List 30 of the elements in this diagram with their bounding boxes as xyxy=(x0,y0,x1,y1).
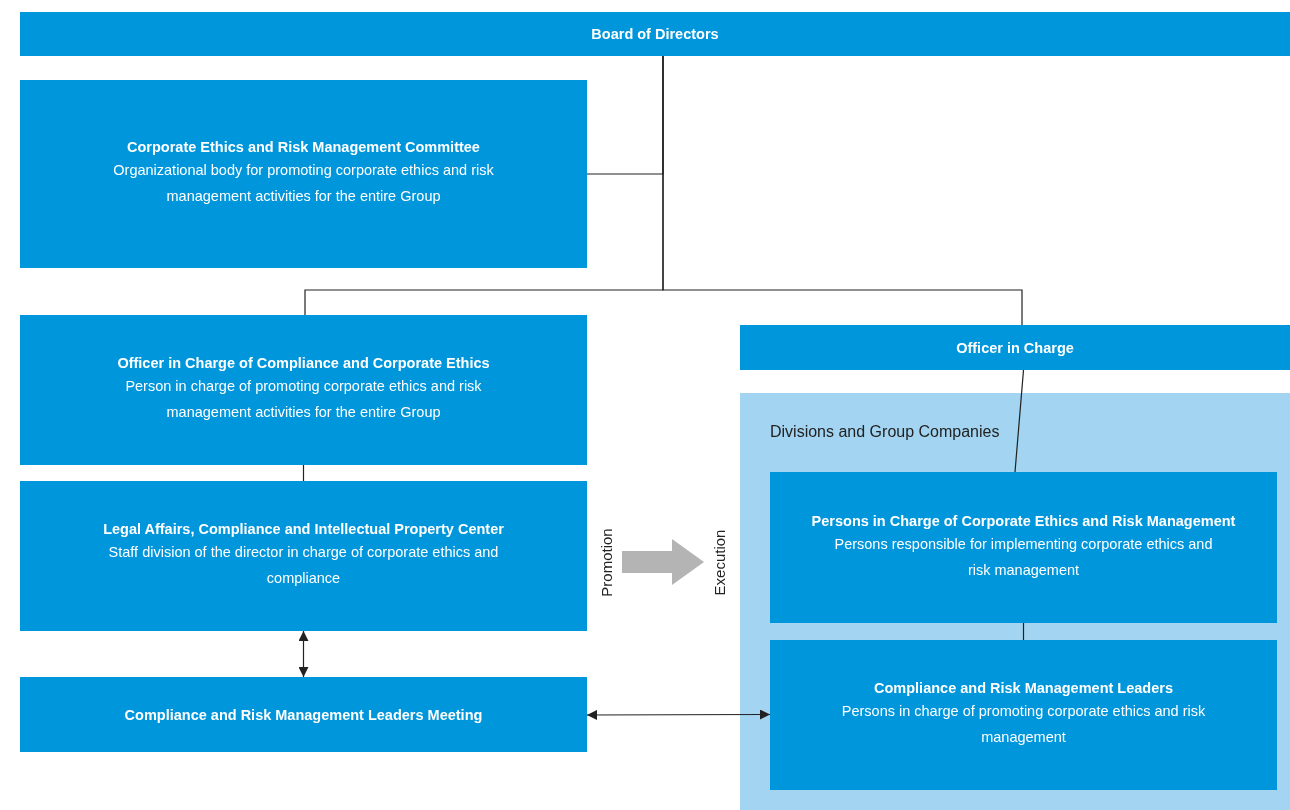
org-box xyxy=(20,677,587,752)
box-description: Person in charge of promoting corporate ethics and risk management activities for the entire Group xyxy=(124,377,483,422)
box-description: Persons responsible for implementing corporate ethics and risk management xyxy=(833,534,1214,580)
box-title: Persons in Charge of Corporate Ethics and Risk Management xyxy=(811,512,1236,529)
group-panel xyxy=(740,393,1290,810)
box-title: Officer in Charge of Compliance and Corporate Ethics xyxy=(117,355,490,371)
org-box xyxy=(20,80,587,268)
box-description: Organizational body for promoting corporate ethics and risk management activities for the entire Group xyxy=(112,161,495,206)
org-box xyxy=(20,12,1290,56)
org-box xyxy=(770,640,1277,790)
arrow xyxy=(586,709,771,720)
box-title: Legal Affairs, Compliance and Intellectual Property Center xyxy=(103,521,504,537)
org-box xyxy=(20,315,587,465)
org-box xyxy=(770,472,1277,623)
box-title: Board of Directors xyxy=(591,26,719,42)
connector-line xyxy=(662,55,1023,326)
org-box xyxy=(20,481,587,631)
box-description: Staff division of the director in charge of corporate ethics and compliance xyxy=(107,543,500,588)
box-title: Compliance and Risk Management Leaders Meeting xyxy=(124,706,483,723)
box-title: Compliance and Risk Management Leaders xyxy=(874,680,1173,696)
vertical-label: Promotion xyxy=(597,527,615,597)
box-description: Persons in charge of promoting corporate ethics and risk management xyxy=(840,702,1207,747)
box-title: Corporate Ethics and Risk Management Committee xyxy=(127,139,480,155)
connector-line xyxy=(1014,369,1025,473)
arrow xyxy=(298,630,309,678)
org-box xyxy=(740,325,1290,370)
panel-title: Divisions and Group Companies xyxy=(770,423,1000,441)
vertical-label: Execution xyxy=(711,529,729,595)
block-arrow xyxy=(622,539,704,585)
box-title: Officer in Charge xyxy=(956,339,1074,356)
